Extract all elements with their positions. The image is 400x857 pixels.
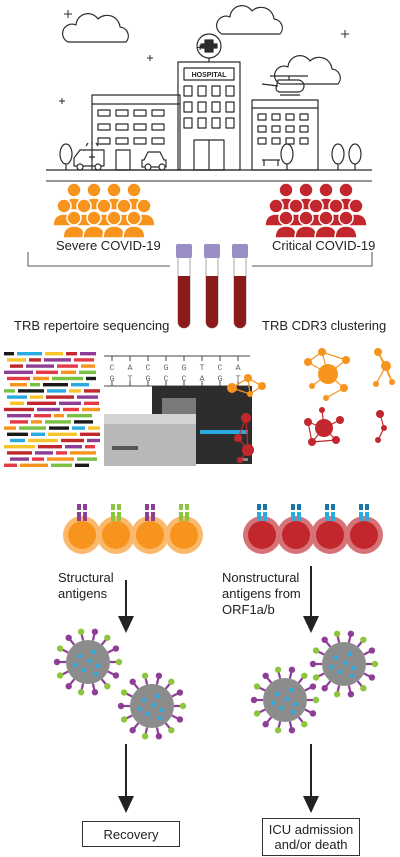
cloud-icon — [274, 55, 341, 85]
svg-text:A: A — [199, 374, 205, 384]
down-arrow-icon — [118, 580, 134, 633]
left-building — [91, 94, 181, 171]
svg-text:G: G — [109, 374, 114, 384]
critical-tcell-row-icon — [243, 504, 383, 554]
sars-cov-2-virus-icons — [53, 628, 379, 740]
svg-text:A: A — [127, 363, 133, 373]
trb-clustering-label: TRB CDR3 clustering — [262, 318, 387, 333]
trb-sequencing-label: TRB repertoire sequencing — [14, 318, 170, 333]
critical-covid-label: Critical COVID-19 — [272, 238, 376, 253]
svg-text:G: G — [181, 363, 186, 373]
svg-text:C: C — [181, 374, 186, 384]
tree-icon — [59, 143, 73, 170]
svg-text:C: C — [145, 363, 150, 373]
hospital-scene-illustration — [46, 5, 372, 182]
tree-icon — [331, 143, 345, 170]
svg-text:G: G — [163, 363, 168, 373]
severe-covid-label: Severe COVID-19 — [56, 238, 161, 253]
svg-text:T: T — [127, 374, 132, 384]
sparkle-icons — [59, 10, 349, 104]
blood-tubes-icon — [176, 244, 248, 329]
helicopter-icon — [261, 75, 308, 96]
down-arrow-icon — [303, 566, 319, 633]
car-icon — [141, 151, 167, 171]
cdr3-cluster-network-icon — [227, 348, 395, 463]
svg-text:T: T — [199, 363, 204, 373]
cloud-icon — [62, 13, 129, 43]
svg-text:T: T — [235, 374, 240, 384]
critical-patient-group-icon — [264, 182, 368, 239]
severe-tcell-row-icon — [63, 504, 203, 554]
hospital-tower — [177, 33, 241, 171]
svg-text:C: C — [217, 363, 222, 373]
sequencing-reads-icon — [4, 352, 100, 467]
icu-death-outcome-box: ICU admission and/or death — [262, 818, 360, 856]
right-building — [251, 99, 319, 171]
tree-icon — [280, 143, 294, 170]
nonstructural-antigens-label: Nonstructural antigens from ORF1a/b — [222, 570, 301, 617]
ambulance-icon — [73, 142, 105, 171]
sequencer-machine-icon — [104, 386, 252, 466]
svg-text:C: C — [163, 374, 168, 384]
tree-icon — [348, 143, 362, 170]
svg-text:G: G — [145, 374, 150, 384]
structural-antigens-label: Structural antigens — [58, 570, 114, 601]
down-arrow-icon — [118, 744, 134, 813]
svg-text:G: G — [217, 374, 222, 384]
severe-patient-group-icon — [52, 182, 156, 239]
down-arrow-icon — [303, 744, 319, 813]
recovery-outcome-box: Recovery — [82, 821, 180, 847]
svg-text:C: C — [109, 363, 114, 373]
cohort-bracket — [27, 252, 373, 267]
cloud-icon — [216, 5, 283, 35]
hospital-sign-text: HOSPITAL — [192, 72, 228, 79]
svg-text:A: A — [235, 363, 241, 373]
